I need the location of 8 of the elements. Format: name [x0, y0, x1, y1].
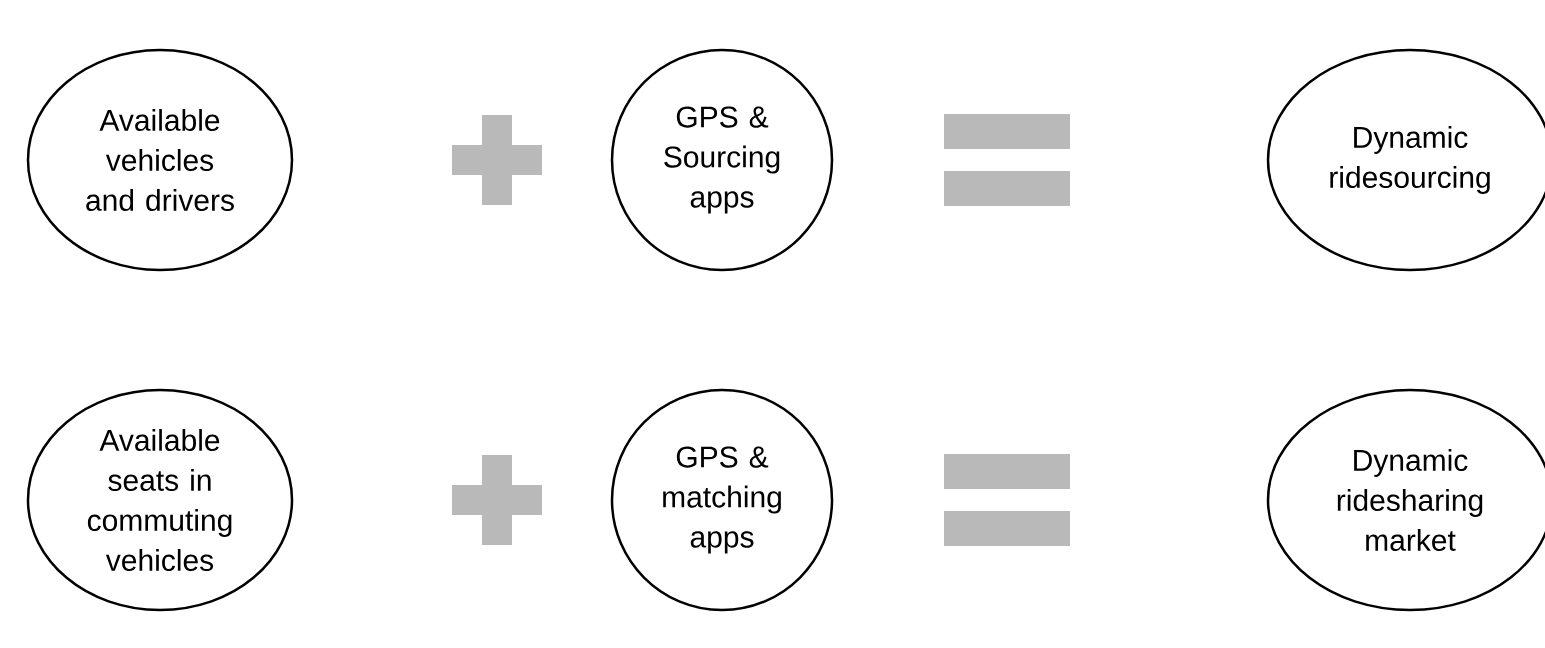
- plus-sign: [452, 455, 542, 545]
- ellipse-node: GPS & Sourcing apps: [610, 48, 834, 272]
- ellipse-node: Available seats in commuting vehicles: [26, 388, 294, 612]
- equals-sign: [944, 114, 1070, 206]
- ellipse-node: GPS & matching apps: [610, 388, 834, 612]
- equals-sign: [944, 454, 1070, 546]
- ellipse-node: Available vehicles and drivers: [26, 48, 294, 272]
- plus-sign: [452, 115, 542, 205]
